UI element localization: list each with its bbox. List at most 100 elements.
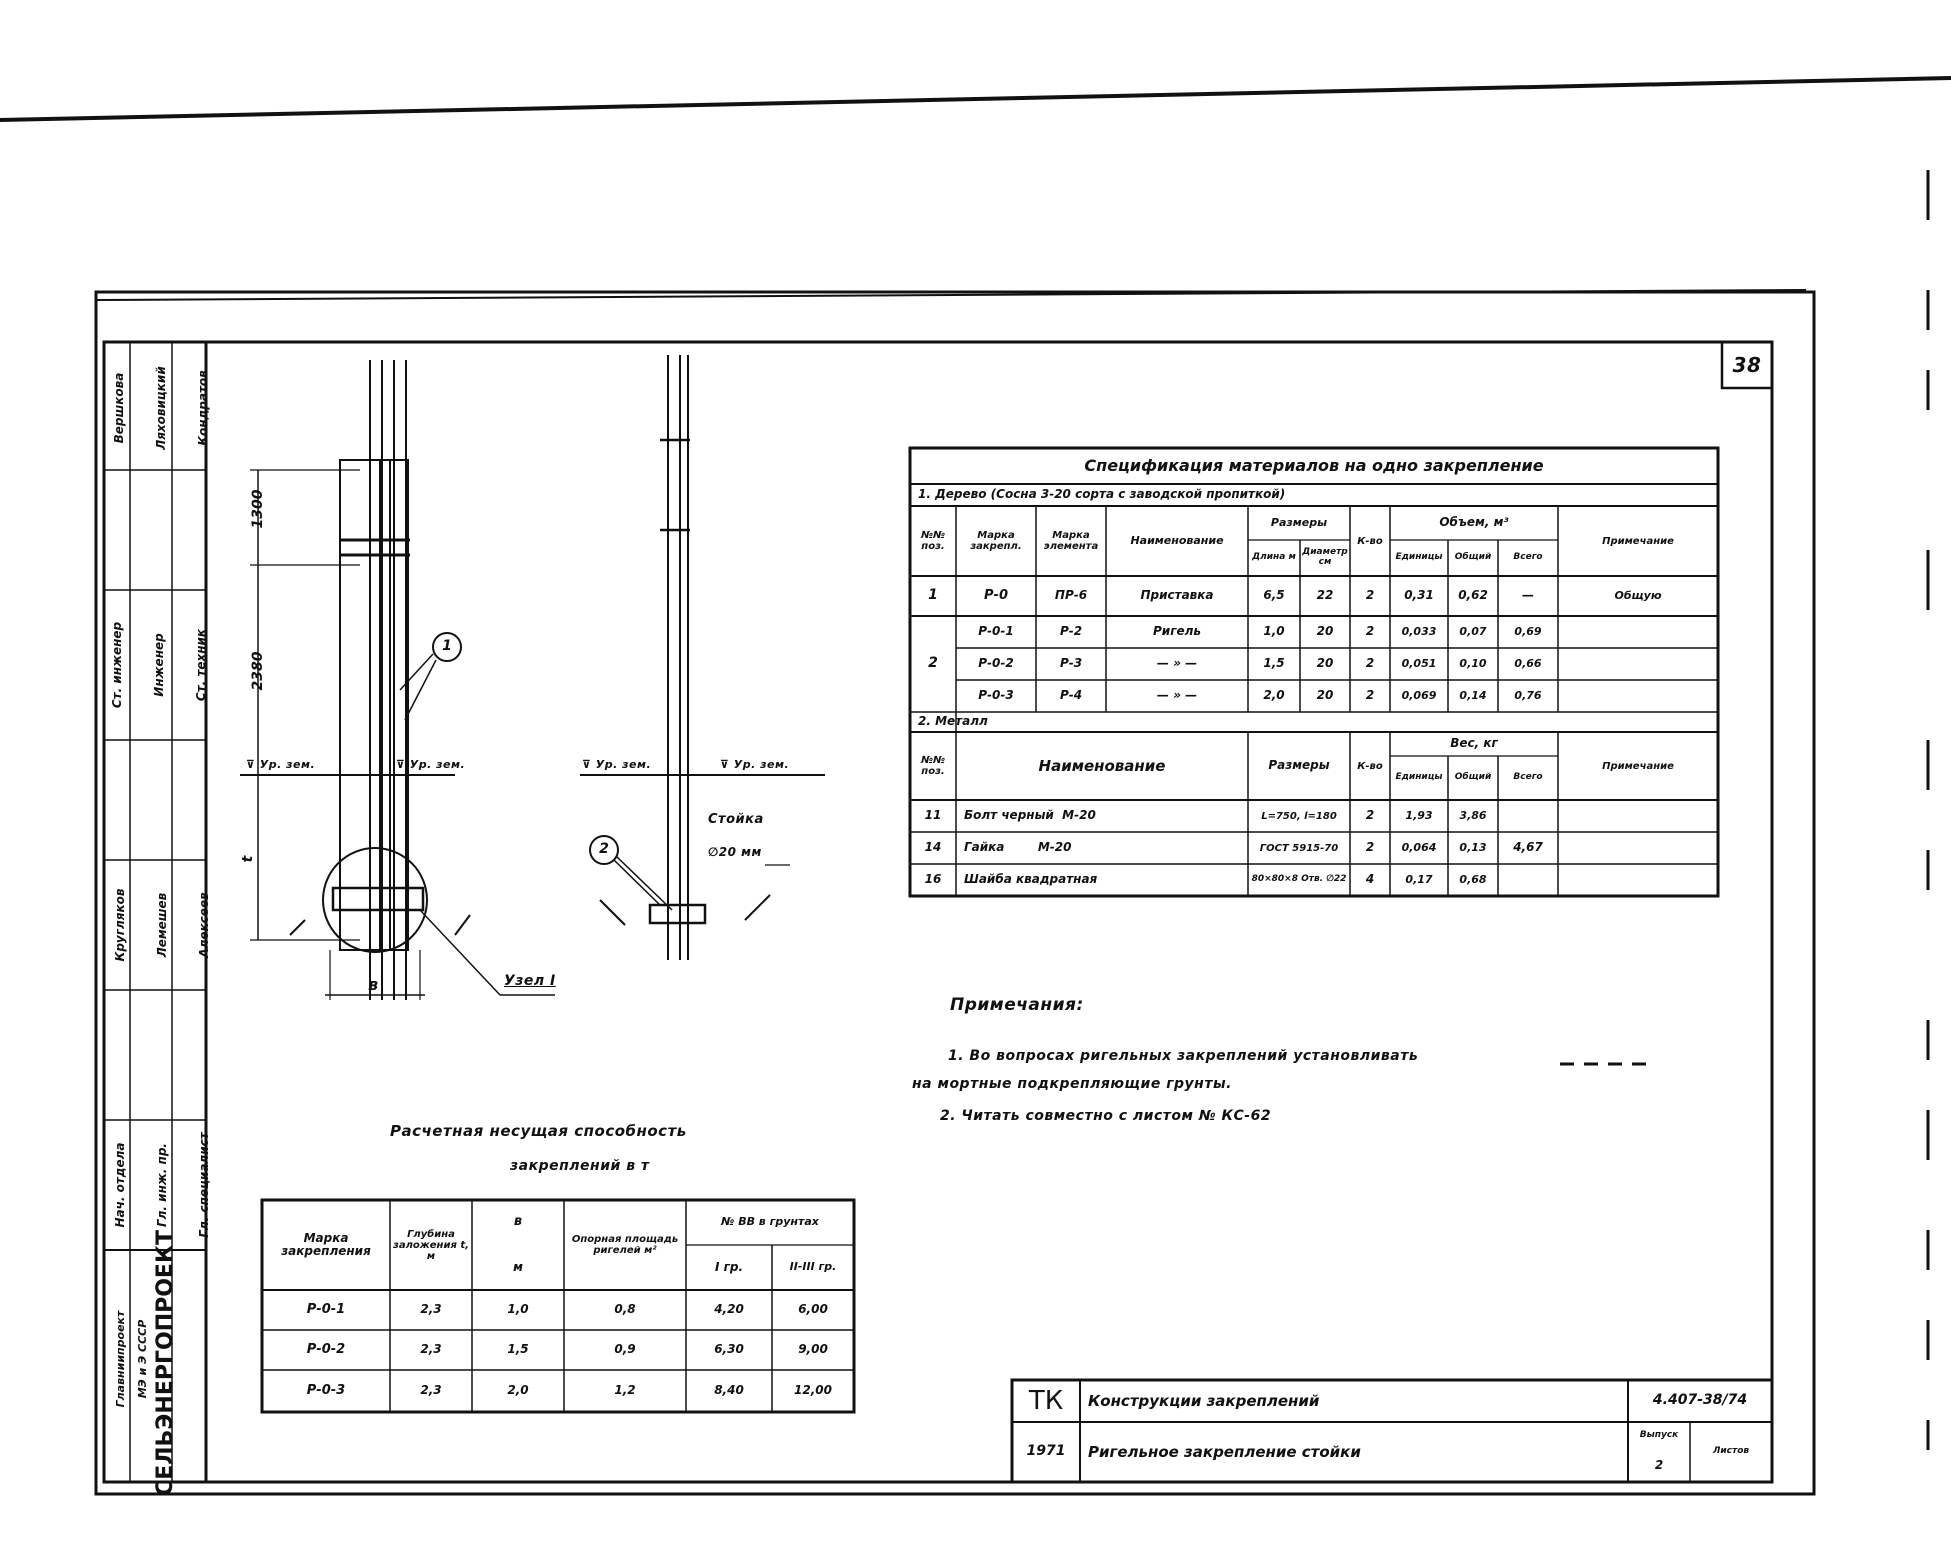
wood-pos: 1 [928,587,938,604]
org-name: СЕЛЬЭНЕРГОПРОЕКТ [152,1230,178,1496]
sheet-number: 38 [1732,353,1762,377]
metal-head-weight: Вес, кг [1450,736,1498,751]
wood-name: — » — [1156,656,1198,671]
cap-head-depth: Глубина заложения t, м [393,1228,469,1262]
spec-head-name: Наименование [1130,533,1224,547]
ground-mark-1: ⊽ Ур. зем. [246,758,316,771]
cap-head-group: № ВВ в грунтах [721,1215,819,1229]
notes-heading: Примечания: [950,995,1084,1015]
metal-total: 0,13 [1459,840,1487,854]
metal-pos: 14 [924,840,942,855]
wood-len: 1,0 [1263,624,1285,639]
metal-head-unit: Единицы [1395,772,1443,783]
cap-mark: Р-0-2 [306,1341,346,1357]
metal-name: Шайба квадратная [964,872,1098,887]
wood-diam: 20 [1316,688,1334,703]
wood-mark: Р-0-3 [978,688,1014,703]
wood-diam: 20 [1316,624,1334,639]
wood-len: 2,0 [1263,688,1285,703]
wood-qty: 2 [1365,624,1375,639]
spec-head-mark: Марка закрепл. [970,530,1022,552]
cap-head-mark: Марка закрепления [281,1230,371,1258]
wood-qty: 2 [1365,688,1375,703]
capacity-title-2: закреплений в т [510,1158,650,1174]
tb-person-2: Лемешев [155,892,169,958]
wood-unit: 0,31 [1404,588,1434,603]
metal-pos: 16 [924,872,942,887]
issue-label: Выпуск [1639,1430,1679,1441]
dim-b: в [368,975,379,994]
cap-b: 2,0 [507,1383,529,1398]
tb-role-2: Инженер [152,633,166,697]
metal-size: L=750, l=180 [1261,810,1337,822]
spec-head-pos: №№ поз. [920,530,946,552]
cap-g1: 4,20 [714,1302,744,1317]
tb-person-3: Алексеев [197,892,211,958]
ground-mark-2: ⊽ Ур. зем. [396,758,466,771]
metal-pos: 11 [924,808,942,823]
post-label: Стойка [708,812,764,827]
cap-mark: Р-0-1 [306,1301,346,1317]
cap-head-area: Опорная площадь ригелей м² [571,1234,679,1256]
spec-head-len: Длина м [1252,552,1296,563]
ground-mark-4: ⊽ Ур. зем. [720,758,790,771]
subtitle-top: Конструкции закреплений [1088,1391,1320,1410]
ground-mark-3: ⊽ Ур. зем. [582,758,652,771]
wood-all: — [1522,588,1534,603]
year: 1971 [1026,1443,1066,1460]
tb-position-3: Гл. специалист [197,1132,211,1238]
wood-name: — » — [1156,688,1198,703]
wood-qty: 2 [1365,588,1375,603]
spec-head-volume: Объем, м³ [1439,515,1509,530]
wood-all: 0,69 [1514,624,1542,638]
metal-head-qty: К-во [1357,760,1383,772]
dim-t: t [240,855,256,863]
metal-head-note: Примечание [1602,760,1674,772]
metal-head-total: Общий [1454,772,1492,783]
cap-depth: 2,3 [420,1342,442,1357]
dim-2380: 2380 [250,651,266,691]
org-ministry: МЭ и Э СССР [135,1319,149,1399]
wood-total: 0,10 [1459,656,1487,670]
tb-person-1: Кругляков [113,888,127,962]
wood-total: 0,14 [1459,688,1487,702]
cap-area: 1,2 [614,1383,636,1398]
wood-len: 1,5 [1263,656,1285,671]
post-size: ∅20 мм [708,845,762,859]
wood-elem: ПР-6 [1054,588,1088,603]
metal-total: 0,68 [1459,872,1487,886]
metal-qty: 2 [1365,840,1375,855]
wood-total: 0,07 [1459,624,1487,638]
subtitle-bottom: Ригельное закрепление стойки [1088,1442,1361,1461]
wood-pos: 2 [928,655,938,672]
spec-head-note: Примечание [1602,535,1674,547]
cap-g1: 6,30 [714,1342,744,1357]
cap-head-g2: II-III гр. [789,1260,837,1274]
metal-head-sizes: Размеры [1268,758,1330,773]
cap-g2: 9,00 [798,1342,828,1357]
wood-all: 0,76 [1514,688,1542,702]
tb-position-2: Гл. инж. пр. [155,1143,169,1227]
wood-elem: Р-2 [1059,624,1083,639]
cap-g1: 8,40 [714,1383,744,1398]
cap-g2: 12,00 [794,1383,832,1398]
cap-head-b: в [513,1214,523,1230]
metal-total: 3,86 [1459,808,1487,822]
wood-unit: 0,069 [1401,688,1437,702]
tb-name-3: Кондратов [196,370,210,446]
org-sub: Главниипроект [113,1310,127,1408]
cap-depth: 2,3 [420,1302,442,1317]
metal-head-name: Наименование [1038,756,1166,775]
spec-head-qty: К-во [1357,535,1383,547]
tb-role-1: Ст. инженер [110,621,124,709]
dim-1300: 1300 [250,489,266,529]
spec-group-metal: 2. Металл [918,714,988,729]
metal-all: 4,67 [1513,840,1543,855]
wood-mark: Р-0 [984,587,1008,603]
callout-2: 2 [599,841,609,858]
wood-qty: 2 [1365,656,1375,671]
wood-mark: Р-0-2 [978,656,1014,671]
wood-total: 0,62 [1458,588,1488,603]
issue-value: 2 [1654,1458,1664,1473]
wood-diam: 22 [1316,588,1334,603]
